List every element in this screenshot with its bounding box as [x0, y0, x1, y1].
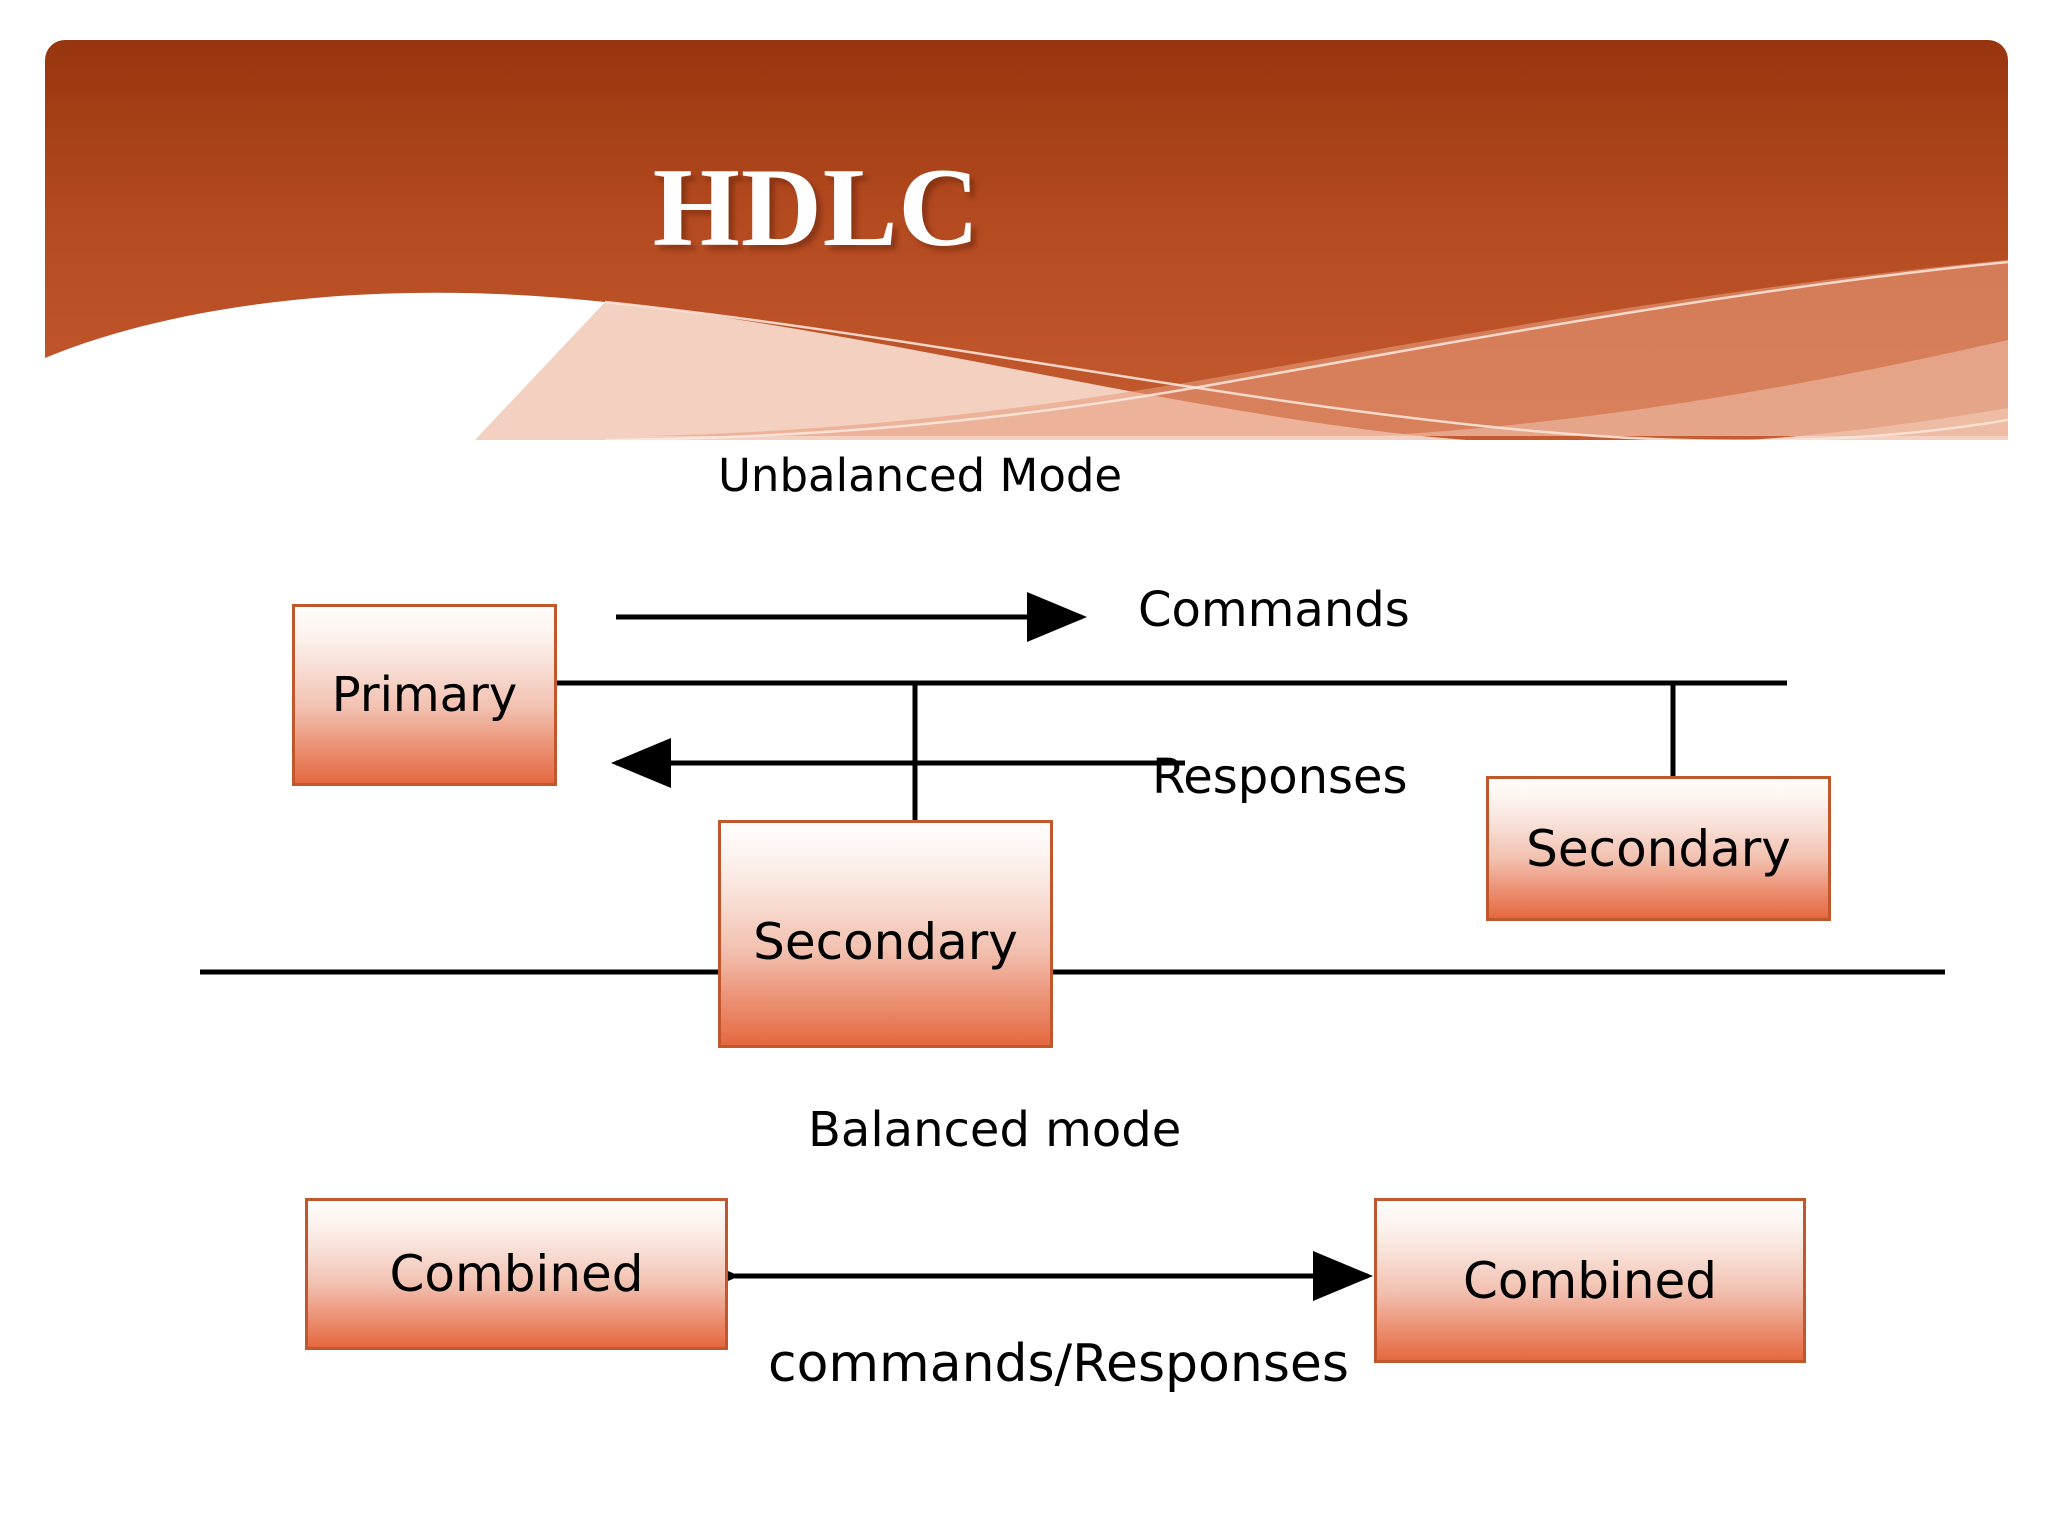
- node-combined-left[interactable]: Combined: [305, 1198, 728, 1350]
- node-primary-label: Primary: [331, 667, 518, 723]
- node-combined-left-label: Combined: [389, 1245, 644, 1303]
- header-banner: HDLC: [45, 40, 2008, 440]
- responses-label: Responses: [1152, 749, 1408, 805]
- commands-label: Commands: [1138, 582, 1410, 638]
- wave-line-1: [604, 300, 2008, 440]
- node-secondary-right-label: Secondary: [1526, 819, 1791, 878]
- node-combined-right[interactable]: Combined: [1374, 1198, 1806, 1363]
- wave-salmon-a: [645, 260, 2008, 436]
- wave-salmon-b: [475, 302, 2008, 440]
- node-secondary-middle-label: Secondary: [753, 913, 1018, 971]
- node-secondary-right[interactable]: Secondary: [1486, 776, 1831, 921]
- node-combined-right-label: Combined: [1462, 1251, 1718, 1310]
- commands-responses-label: commands/Responses: [768, 1334, 1349, 1394]
- header-background-graphic: [45, 40, 2008, 440]
- unbalanced-mode-heading: Unbalanced Mode: [718, 449, 1123, 502]
- wave-line-2: [604, 260, 2008, 440]
- balanced-mode-heading: Balanced mode: [808, 1102, 1182, 1158]
- node-primary[interactable]: Primary: [292, 604, 557, 786]
- wave-salmon-c: [1375, 340, 2008, 436]
- node-secondary-middle[interactable]: Secondary: [718, 820, 1053, 1048]
